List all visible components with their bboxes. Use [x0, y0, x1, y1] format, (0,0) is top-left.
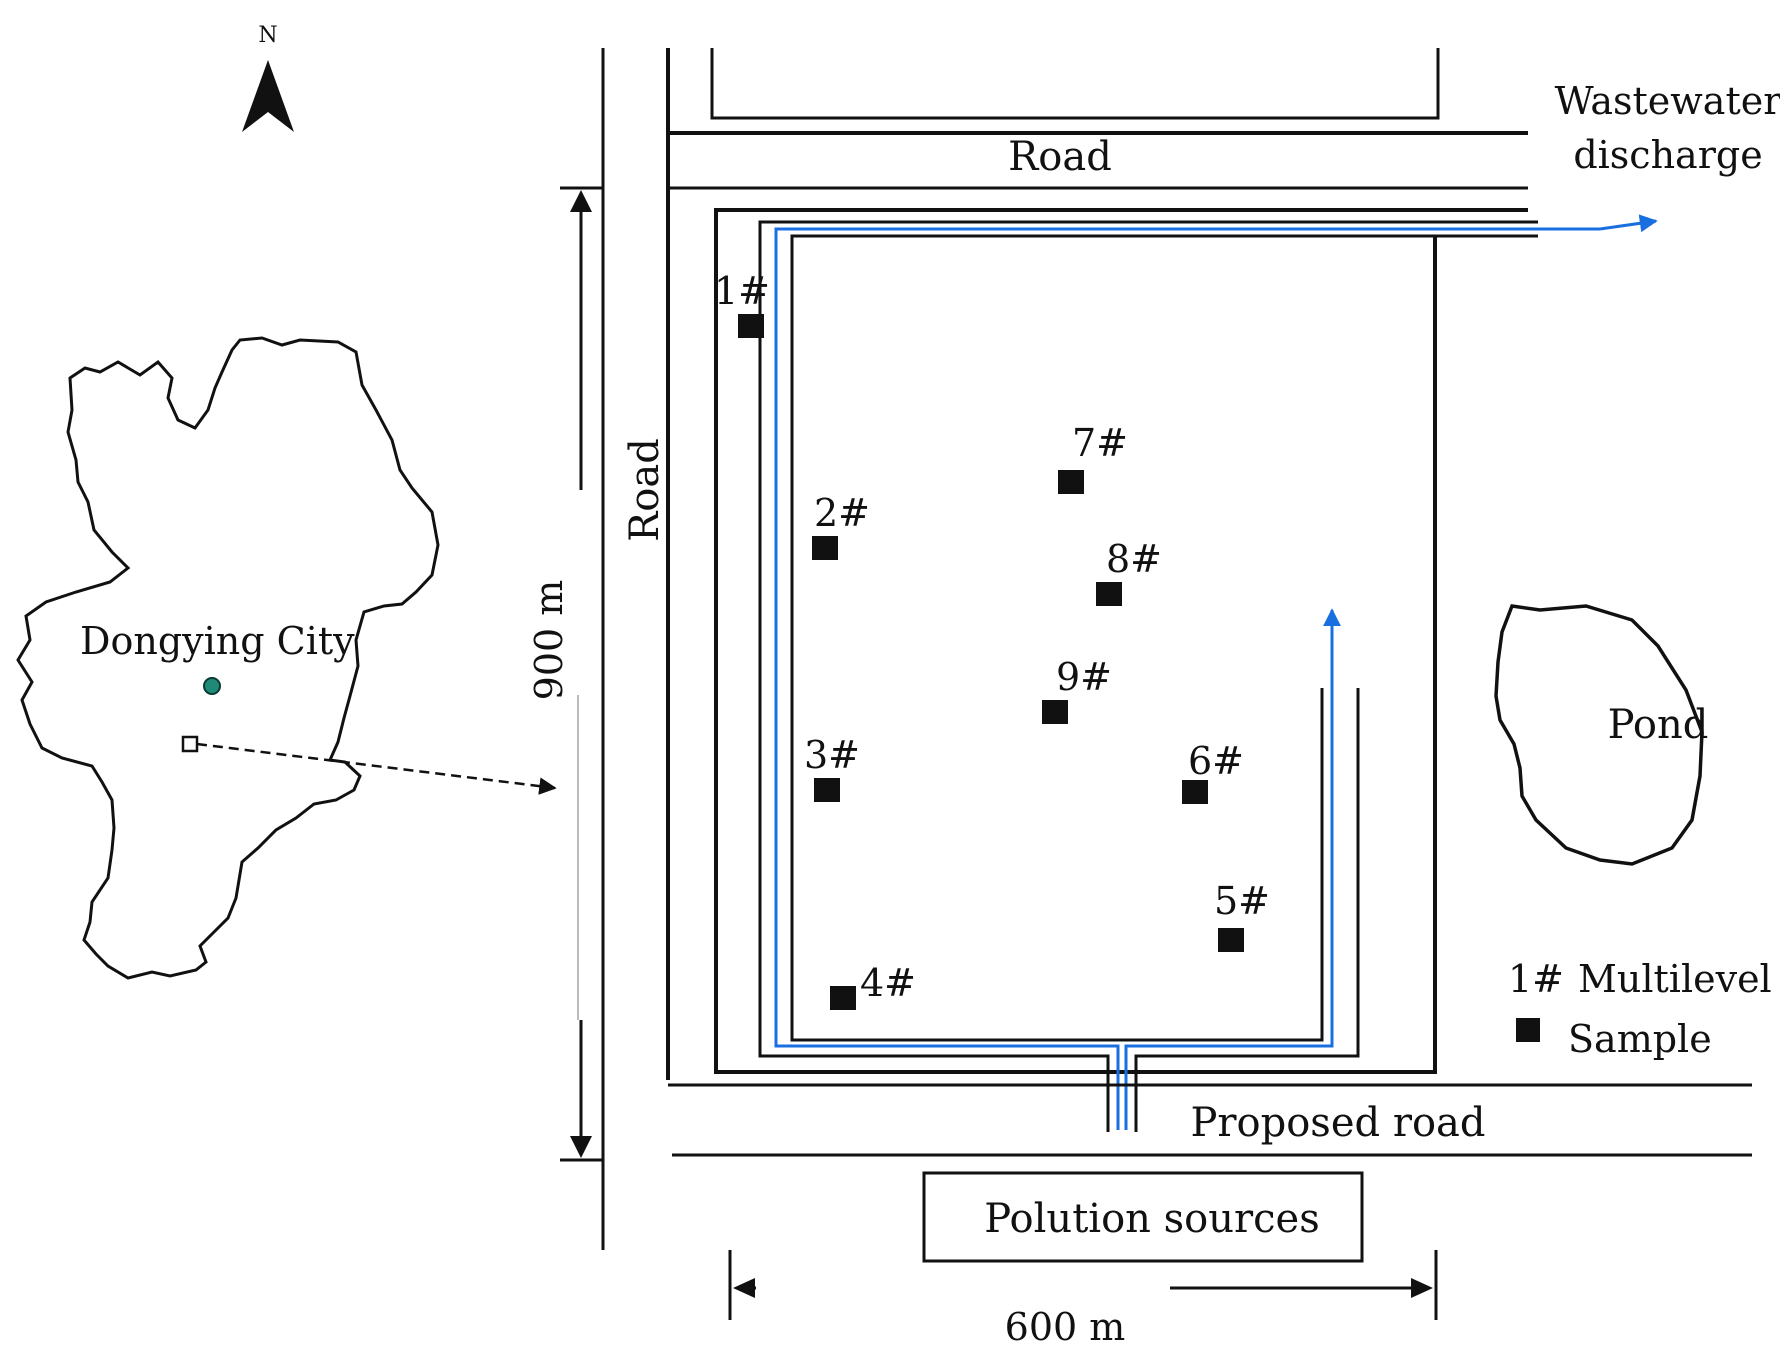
site-outer-wall: [714, 208, 1528, 1074]
sample-marker-9: [1042, 700, 1068, 724]
top-road-label: Road: [1008, 134, 1112, 180]
sample-marker-2: [812, 536, 838, 560]
dongying-city-label: Dongying City: [80, 619, 355, 663]
inset-pointer-arrow: [196, 742, 557, 795]
proposed-road: Proposed road: [668, 1083, 1752, 1157]
pond: Pond: [1494, 604, 1709, 866]
sample-label-3: 3#: [804, 733, 860, 777]
sample-marker-7: [1058, 470, 1084, 494]
sample-marker-6: [1182, 780, 1208, 804]
sample-marker-8: [1096, 582, 1122, 606]
sample-marker-1: [738, 314, 764, 338]
north-building: [710, 48, 1440, 120]
pollution-sources-label: Polution sources: [984, 1196, 1319, 1242]
sample-label-6: 6#: [1188, 739, 1244, 783]
proposed-road-label: Proposed road: [1191, 1100, 1486, 1146]
dongying-outline-map: Dongying City: [16, 336, 557, 980]
sample-label-5: 5#: [1214, 879, 1270, 923]
study-site-marker: [181, 735, 199, 753]
legend-sample-label: Sample: [1568, 1017, 1712, 1061]
sample-marker-3: [814, 778, 840, 802]
pond-label: Pond: [1608, 702, 1709, 748]
horizontal-dimension-label: 600 m: [1005, 1305, 1126, 1349]
vertical-dimension: 900 m: [527, 186, 602, 1162]
pollution-sources-box: Polution sources: [922, 1171, 1364, 1263]
legend-sample-icon: [1516, 1018, 1540, 1042]
north-label: N: [258, 23, 277, 48]
sample-label-8: 8#: [1106, 537, 1162, 581]
horizontal-dimension: 600 m: [728, 1250, 1438, 1349]
legend-multilevel-label: Multilevel: [1578, 957, 1772, 1001]
sample-label-1: 1#: [714, 269, 770, 313]
wastewater-label-line2: discharge: [1573, 133, 1762, 177]
legend-multilevel-symbol: 1#: [1508, 957, 1564, 1001]
sample-label-4: 4#: [860, 961, 916, 1005]
sample-label-9: 9#: [1056, 655, 1112, 699]
city-boundary: [16, 336, 440, 980]
drainage-channel: [758, 220, 1538, 1132]
north-arrow-icon: N: [242, 23, 294, 132]
left-road: Road: [601, 48, 670, 1250]
flow-arrow-right-icon: [1599, 214, 1658, 233]
sample-label-7: 7#: [1072, 421, 1128, 465]
sample-points: 1# 2# 3# 4# 5# 6# 7# 8# 9#: [714, 269, 1270, 1010]
sample-label-2: 2#: [814, 491, 870, 535]
vertical-dimension-label: 900 m: [527, 580, 571, 701]
wastewater-label-line1: Wastewater: [1555, 79, 1780, 123]
left-road-label: Road: [622, 438, 668, 542]
water-flow-path: [774, 214, 1658, 1130]
sample-marker-4: [830, 986, 856, 1010]
city-center-marker: [203, 677, 221, 695]
legend: 1# Multilevel Sample: [1508, 957, 1772, 1061]
sample-marker-5: [1218, 928, 1244, 952]
top-road: Road: [668, 131, 1528, 190]
